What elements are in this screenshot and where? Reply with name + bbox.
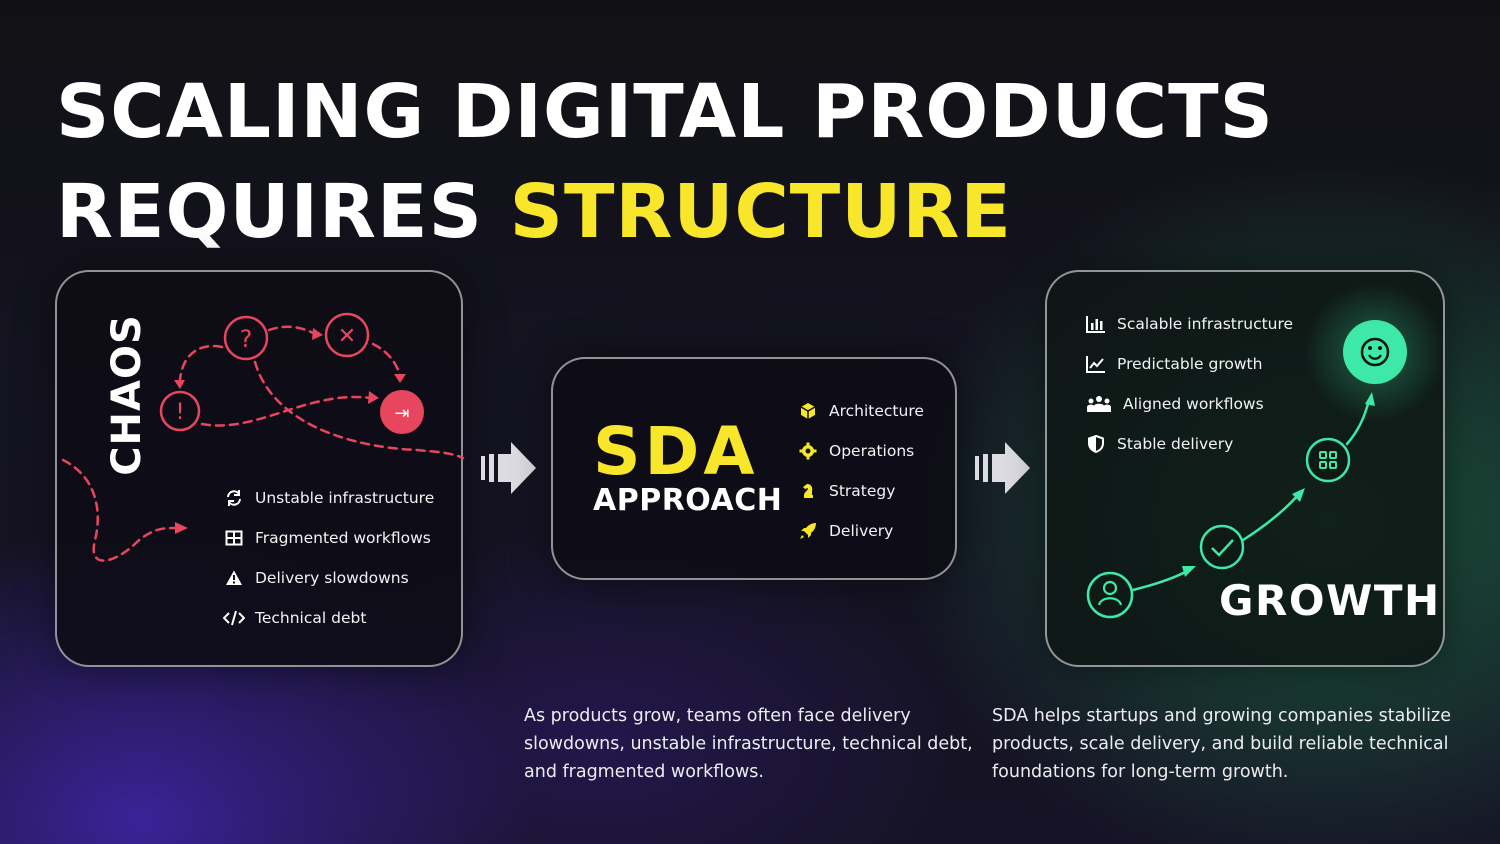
growth-item-label: Aligned workflows	[1123, 395, 1264, 413]
growth-arrowhead-1	[1182, 566, 1196, 577]
smile-icon	[1343, 320, 1407, 384]
chaos-item: Fragmented workflows	[223, 518, 434, 558]
growth-item-label: Stable delivery	[1117, 435, 1234, 453]
chaos-item: Delivery slowdowns	[223, 558, 434, 598]
sda-item-label: Delivery	[829, 522, 894, 540]
exit-icon: ⇥	[394, 403, 409, 424]
sda-item-label: Architecture	[829, 402, 924, 420]
chaos-arrowhead-4	[368, 391, 379, 404]
headline-line-1: SCALING DIGITAL PRODUCTS	[56, 69, 1274, 155]
exit-node	[380, 390, 424, 434]
chaos-path-error-to-exit	[371, 342, 402, 378]
chaos-item-label: Delivery slowdowns	[255, 569, 409, 587]
chaos-card: CHAOS ? ✕ ! ⇥ Unsta	[55, 270, 465, 667]
headline-line-2: REQUIRES STRUCTURE	[56, 162, 1274, 262]
chaos-item: Unstable infrastructure	[223, 478, 434, 518]
growth-path-1	[1131, 568, 1191, 592]
chaos-item: Technical debt	[223, 598, 434, 638]
warning-icon	[223, 567, 245, 589]
caption-problem: As products grow, teams often face deliv…	[524, 706, 973, 782]
sda-approach-label: APPROACH	[593, 483, 783, 518]
arrow-right-icon	[975, 442, 1030, 494]
alert-node	[159, 390, 201, 432]
chaos-path-question-to-error	[267, 325, 317, 336]
sda-item: Delivery	[797, 511, 924, 551]
growth-item-label: Predictable growth	[1117, 355, 1263, 373]
headline: SCALING DIGITAL PRODUCTS REQUIRES STRUCT…	[56, 62, 1274, 262]
cube-icon	[797, 400, 819, 422]
growth-item: Scalable infrastructure	[1085, 304, 1293, 344]
growth-arrowhead-2	[1292, 488, 1305, 502]
chaos-path-alert-to-exit	[200, 395, 373, 427]
growth-item: Stable delivery	[1085, 424, 1293, 464]
sda-list: Architecture Operations Strategy Deliver…	[797, 391, 924, 551]
chaos-item-label: Fragmented workflows	[255, 529, 431, 547]
sda-item: Architecture	[797, 391, 924, 431]
sda-item: Operations	[797, 431, 924, 471]
chaos-path-lower-left	[61, 458, 177, 562]
growth-path-2	[1241, 492, 1301, 542]
sda-item: Strategy	[797, 471, 924, 511]
caption-solution: SDA helps startups and growing companies…	[992, 706, 1451, 782]
growth-label: GROWTH	[1219, 576, 1441, 625]
question-icon: ?	[240, 325, 253, 353]
chaos-item-label: Technical debt	[255, 609, 367, 627]
user-node	[1086, 571, 1134, 619]
apps-node	[1305, 437, 1351, 483]
bar-chart-icon	[1085, 313, 1107, 335]
chaos-arrowhead-5	[175, 522, 188, 534]
code-icon	[223, 607, 245, 629]
growth-arrowhead-3	[1365, 392, 1375, 406]
arrow-right-icon	[481, 442, 536, 494]
close-icon: ✕	[338, 324, 356, 349]
line-chart-icon	[1085, 353, 1107, 375]
chaos-list: Unstable infrastructure Fragmented workf…	[223, 478, 434, 638]
rocket-icon	[797, 520, 819, 542]
growth-diagram	[1086, 282, 1445, 619]
chaos-diagram: ? ✕ ! ⇥	[61, 312, 465, 562]
chess-knight-icon	[797, 480, 819, 502]
error-node	[324, 312, 370, 358]
headline-highlight: STRUCTURE	[509, 169, 1012, 255]
gear-icon	[797, 440, 819, 462]
chaos-item-label: Unstable infrastructure	[255, 489, 435, 507]
growth-item-label: Scalable infrastructure	[1117, 315, 1294, 333]
exclamation-icon: !	[176, 400, 185, 425]
sda-item-label: Strategy	[829, 482, 896, 500]
sda-item-label: Operations	[829, 442, 915, 460]
headline-prefix: REQUIRES	[56, 169, 483, 255]
growth-item: Aligned workflows	[1085, 384, 1293, 424]
chaos-arrowhead-1	[174, 380, 185, 389]
shield-icon	[1085, 433, 1107, 455]
team-icon	[1085, 393, 1113, 415]
chaos-path-question-to-alert	[178, 344, 224, 382]
growth-list: Scalable infrastructure Predictable grow…	[1085, 304, 1293, 464]
sda-card: SDA APPROACH Architecture Operations Str…	[551, 357, 957, 580]
chaos-arrowhead-2	[312, 328, 323, 340]
grid-icon	[223, 527, 245, 549]
refresh-icon	[223, 487, 245, 509]
check-node	[1199, 524, 1245, 570]
chaos-path-loop	[253, 360, 465, 460]
sda-logo: SDA	[593, 413, 759, 490]
growth-item: Predictable growth	[1085, 344, 1293, 384]
growth-card: Scalable infrastructure Predictable grow…	[1045, 270, 1445, 667]
question-node	[223, 315, 269, 361]
chaos-arrowhead-3	[394, 374, 406, 383]
